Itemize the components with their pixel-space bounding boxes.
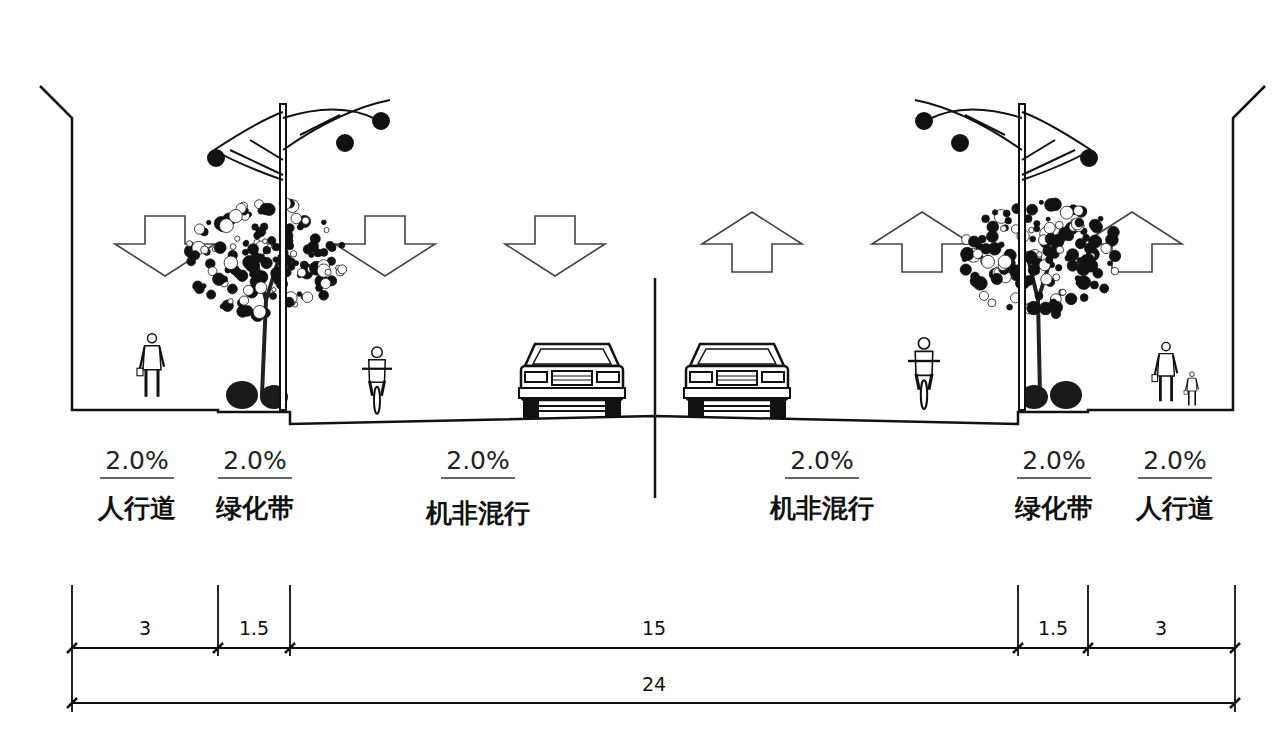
lane-name: 机非混行 [770,494,874,523]
slope-value: 2.0% [790,447,854,475]
slope-value: 2.0% [1022,447,1086,475]
lane-name: 人行道 [98,494,176,523]
slope-value: 2.0% [1143,447,1207,475]
pedestrian [137,334,164,397]
street-lamp [915,100,1097,410]
cyclist [362,347,392,414]
car [519,344,625,418]
slope-value: 2.0% [446,447,510,475]
pedestrian [1152,342,1177,401]
dimension-value: 15 [642,618,666,639]
lane-name: 人行道 [1136,494,1214,523]
lane-name: 绿化带 [216,494,294,523]
street-lamp [208,100,390,410]
dimension-value: 3 [139,618,151,639]
tree [960,198,1120,395]
ground-profile [40,86,1265,424]
slope-value: 2.0% [223,447,287,475]
cyclist [908,338,940,409]
slope-value: 2.0% [105,447,169,475]
car [684,344,790,418]
dimension-value: 1.5 [1038,618,1068,639]
shrubs [226,381,1082,409]
center-line [654,278,657,498]
tree [184,198,346,395]
lane-name: 绿化带 [1015,494,1093,523]
lane-name: 机非混行 [426,499,530,528]
dimension-value: 3 [1155,618,1167,639]
dimension-value: 1.5 [239,618,269,639]
dimension-value: 24 [642,674,666,695]
slope-underline [100,477,1212,479]
dimension-lines [67,585,1240,712]
child [1184,372,1198,406]
